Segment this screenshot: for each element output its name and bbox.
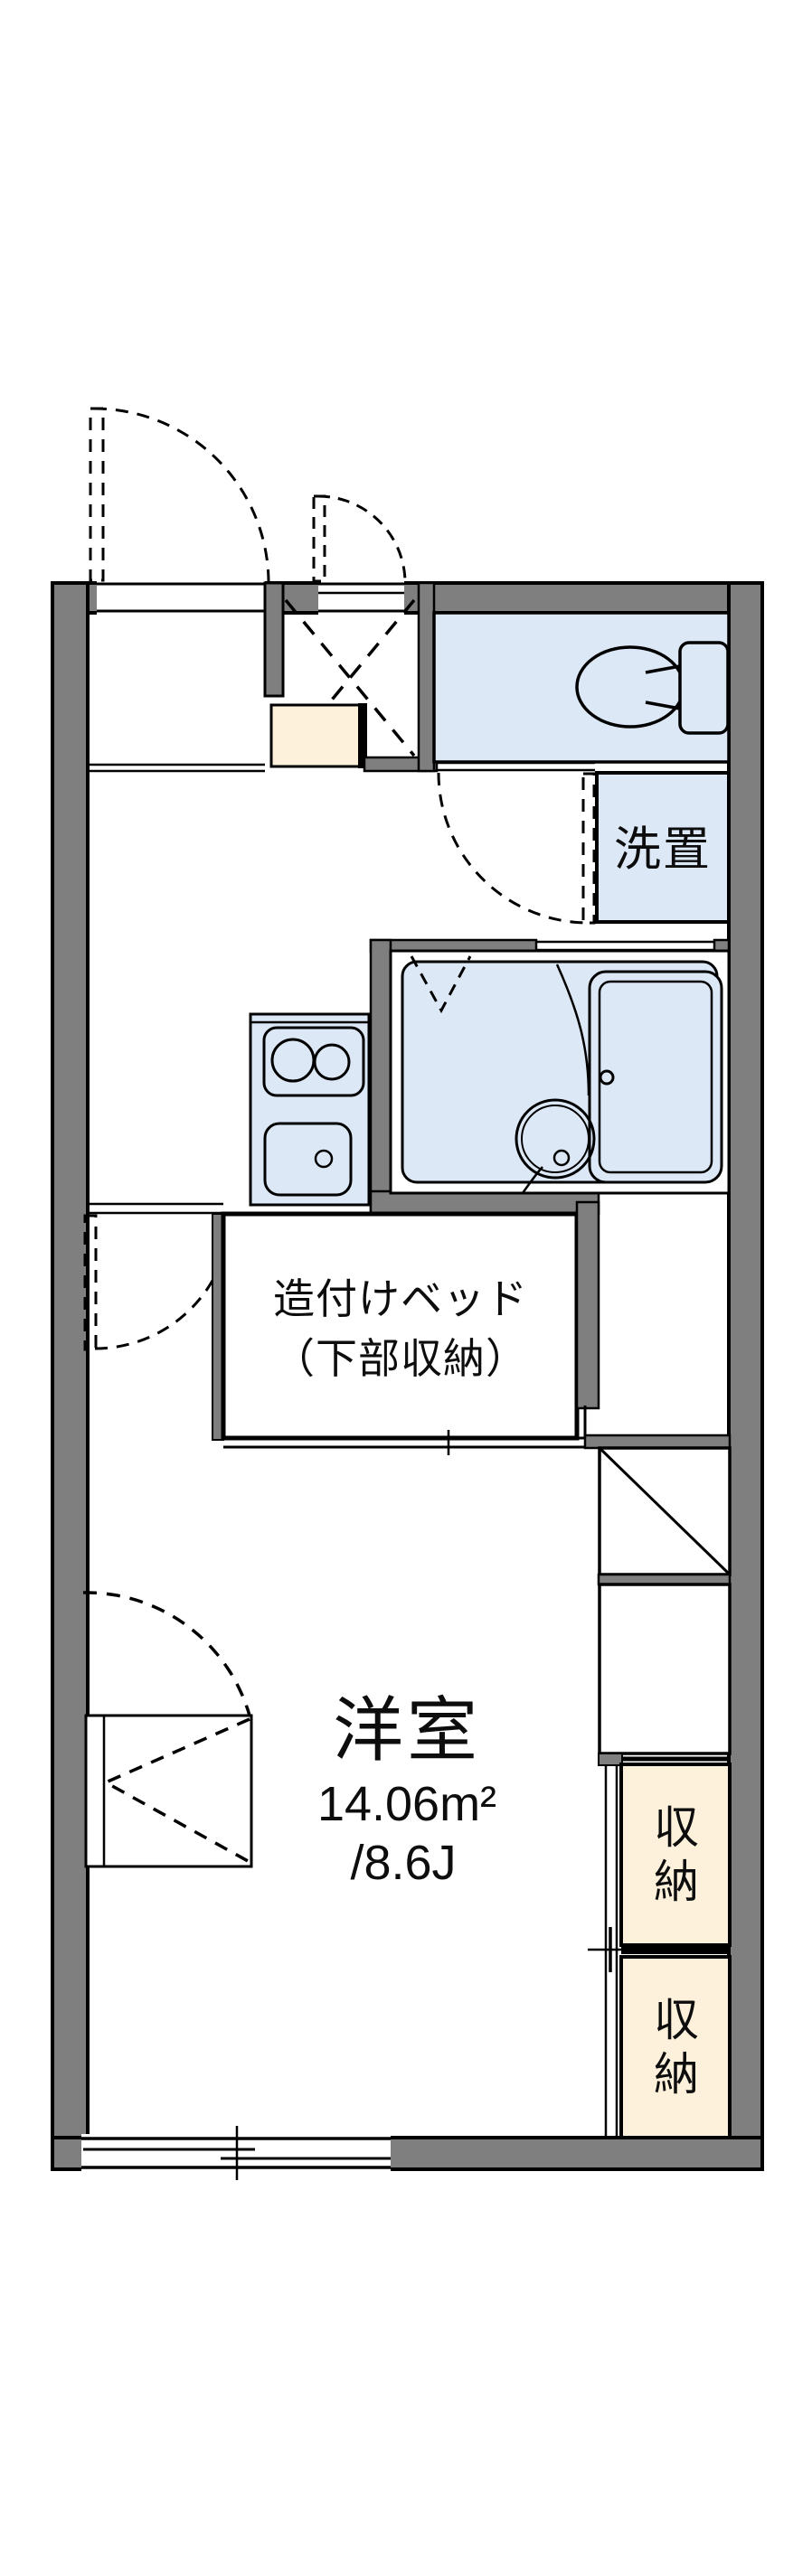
washbasin-icon (515, 964, 596, 1194)
toilet-left-wall (417, 581, 436, 773)
western-room-label: 洋室 (332, 1690, 482, 1770)
bathroom-folding-door-mark (410, 955, 472, 1014)
service-door-leaf (312, 494, 326, 583)
service-door-swing (312, 494, 407, 584)
storage-lower-box (619, 1955, 732, 2139)
bathtub-icon (588, 970, 723, 1184)
entrance-door-swing (89, 407, 270, 584)
bathroom-left-wall (369, 938, 392, 1216)
storage-top-wall (598, 1753, 730, 1766)
entrance-door-arc (93, 407, 270, 584)
shoe-cabinet (269, 703, 362, 768)
built-in-bed-label: 造付けベッド (273, 1275, 528, 1322)
genkan-step-edge (88, 763, 265, 773)
built-in-bed (212, 1200, 732, 1455)
wall-left (51, 581, 90, 2171)
washroom-door-arc (437, 772, 590, 925)
storage-sliding-door (588, 1764, 631, 2138)
room-door-leaf (83, 1214, 98, 1351)
room-area-label: 14.06m² (316, 1777, 497, 1831)
storage-upper-box (619, 1763, 732, 1947)
balcony-window (81, 2126, 391, 2180)
room-partition (88, 1202, 223, 1215)
wall-right (727, 581, 764, 2171)
storage-lower-label: 収納 (654, 1995, 699, 2100)
right-niche (598, 1583, 732, 1755)
kitchen-unit (249, 1012, 371, 1207)
room-door-arc (94, 1212, 232, 1350)
storage-upper-label: 収納 (654, 1802, 699, 1907)
entrance-area (88, 581, 439, 773)
bed-bottom-right-wall (583, 1434, 732, 1450)
bed-right-wall (575, 1200, 600, 1410)
laundry-area (595, 771, 731, 924)
entrance-door-leaf (89, 407, 105, 582)
washroom-door-swing (437, 772, 596, 925)
washroom-door-leaf (581, 772, 596, 925)
folding-table-swing-arc (82, 1591, 251, 1716)
laundry-label: 洗置 (613, 823, 713, 877)
kitchen-sink-icon (263, 1122, 353, 1197)
service-door-opening (318, 579, 404, 616)
entrance-door-opening (97, 579, 265, 616)
bathroom-doorway (536, 940, 714, 952)
room-tatami-label: /8.6J (350, 1836, 457, 1890)
toilet-room (417, 581, 731, 773)
laundry-box (595, 771, 731, 924)
shoe-cabinet-side (358, 703, 367, 768)
folding-table (82, 1591, 253, 1868)
service-door-arc (317, 494, 407, 584)
room-door-swing (83, 1212, 232, 1351)
toilet-icon (575, 641, 730, 735)
bed-box (221, 1211, 580, 1441)
toilet-doorway (437, 761, 595, 772)
built-in-bed-sublabel: （下部収納） (273, 1335, 528, 1382)
bed-front-edge (223, 1430, 585, 1455)
folding-table-fold-mark (102, 1717, 250, 1864)
genkan-wall-stub (263, 581, 285, 698)
bathroom (369, 938, 731, 1216)
refrigerator-space (597, 1446, 732, 1586)
genkan-floor-x-mark (284, 598, 416, 757)
stove-burners-icon (262, 1026, 365, 1097)
bathroom-bottom-wall (369, 1189, 600, 1216)
